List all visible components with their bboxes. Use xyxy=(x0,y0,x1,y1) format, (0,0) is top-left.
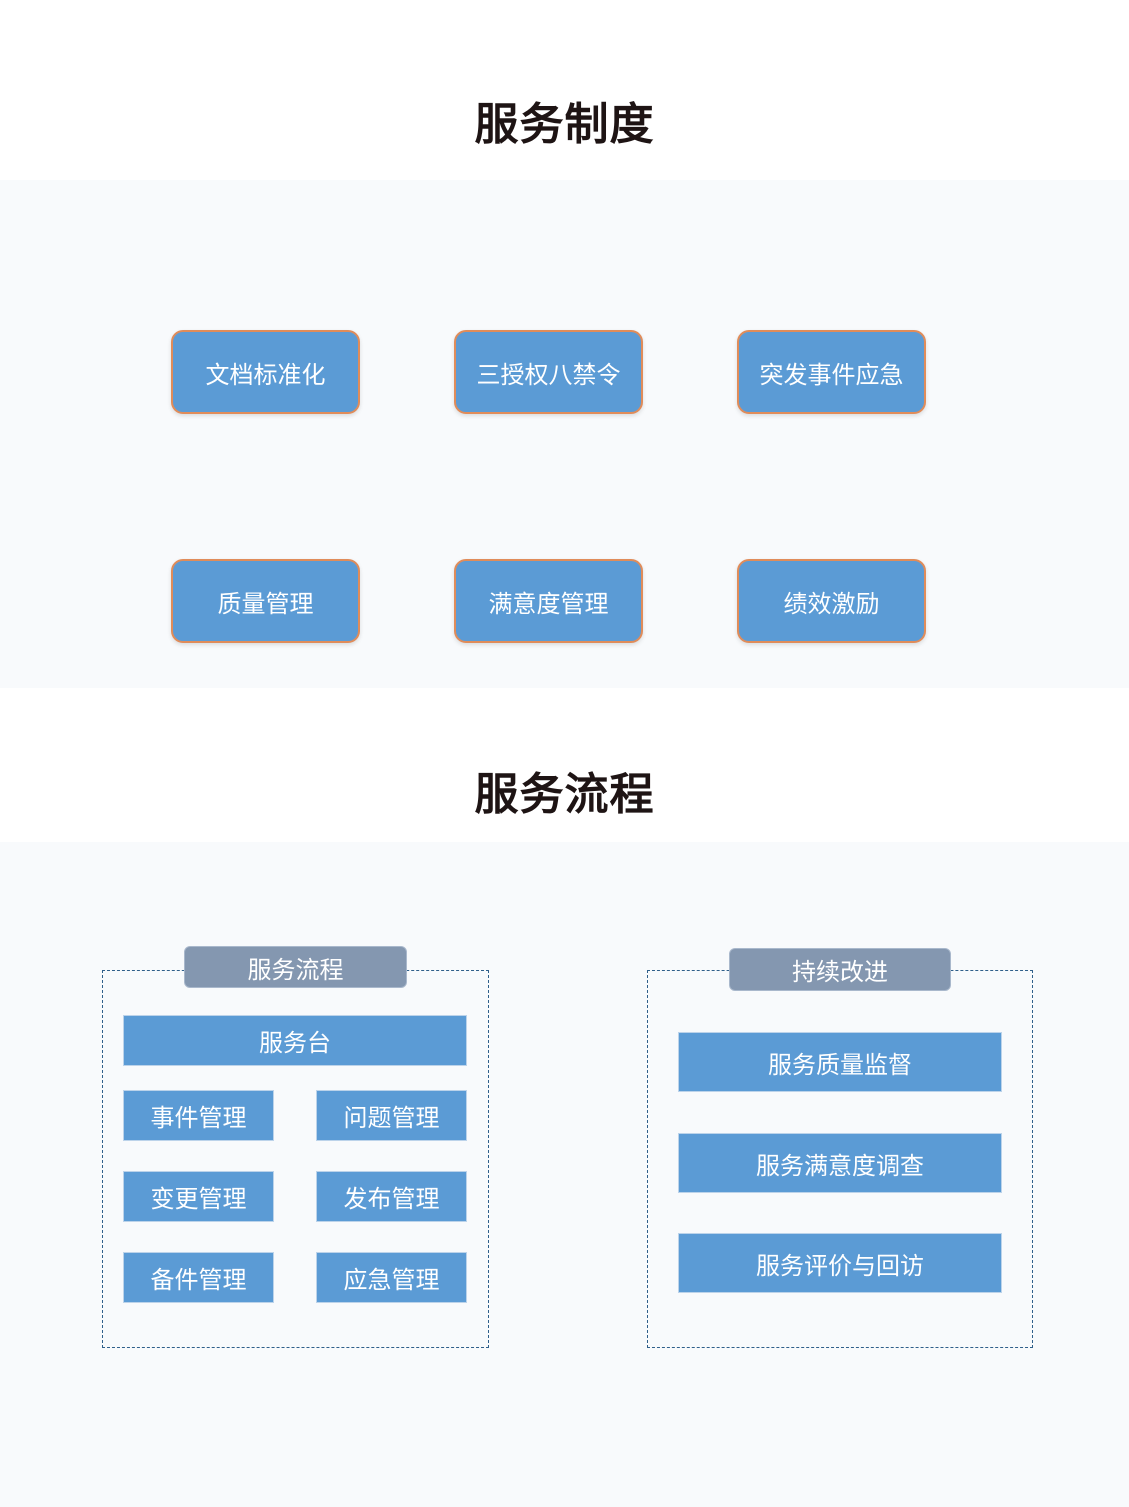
policy-item-authorization-rules: 三授权八禁令 xyxy=(454,330,643,414)
service-desk-box: 服务台 xyxy=(123,1015,467,1066)
policy-item-satisfaction-management: 满意度管理 xyxy=(454,559,643,643)
policy-item-emergency-response: 突发事件应急 xyxy=(737,330,926,414)
process-item-emergency: 应急管理 xyxy=(316,1252,467,1303)
policy-item-quality-management: 质量管理 xyxy=(171,559,360,643)
process-item-incident: 事件管理 xyxy=(123,1090,274,1141)
improve-panel-tag: 持续改进 xyxy=(729,948,951,991)
policy-item-document-standard: 文档标准化 xyxy=(171,330,360,414)
section-title-policy: 服务制度 xyxy=(474,99,655,150)
improve-item-satisfaction-survey: 服务满意度调查 xyxy=(678,1133,1002,1193)
policy-item-performance-incentive: 绩效激励 xyxy=(737,559,926,643)
improve-item-quality-supervision: 服务质量监督 xyxy=(678,1032,1002,1092)
process-item-problem: 问题管理 xyxy=(316,1090,467,1141)
improve-item-evaluation-followup: 服务评价与回访 xyxy=(678,1233,1002,1293)
process-item-release: 发布管理 xyxy=(316,1171,467,1222)
process-item-spare-parts: 备件管理 xyxy=(123,1252,274,1303)
section-title-process: 服务流程 xyxy=(474,769,655,820)
process-panel-tag: 服务流程 xyxy=(184,946,407,988)
process-item-change: 变更管理 xyxy=(123,1171,274,1222)
